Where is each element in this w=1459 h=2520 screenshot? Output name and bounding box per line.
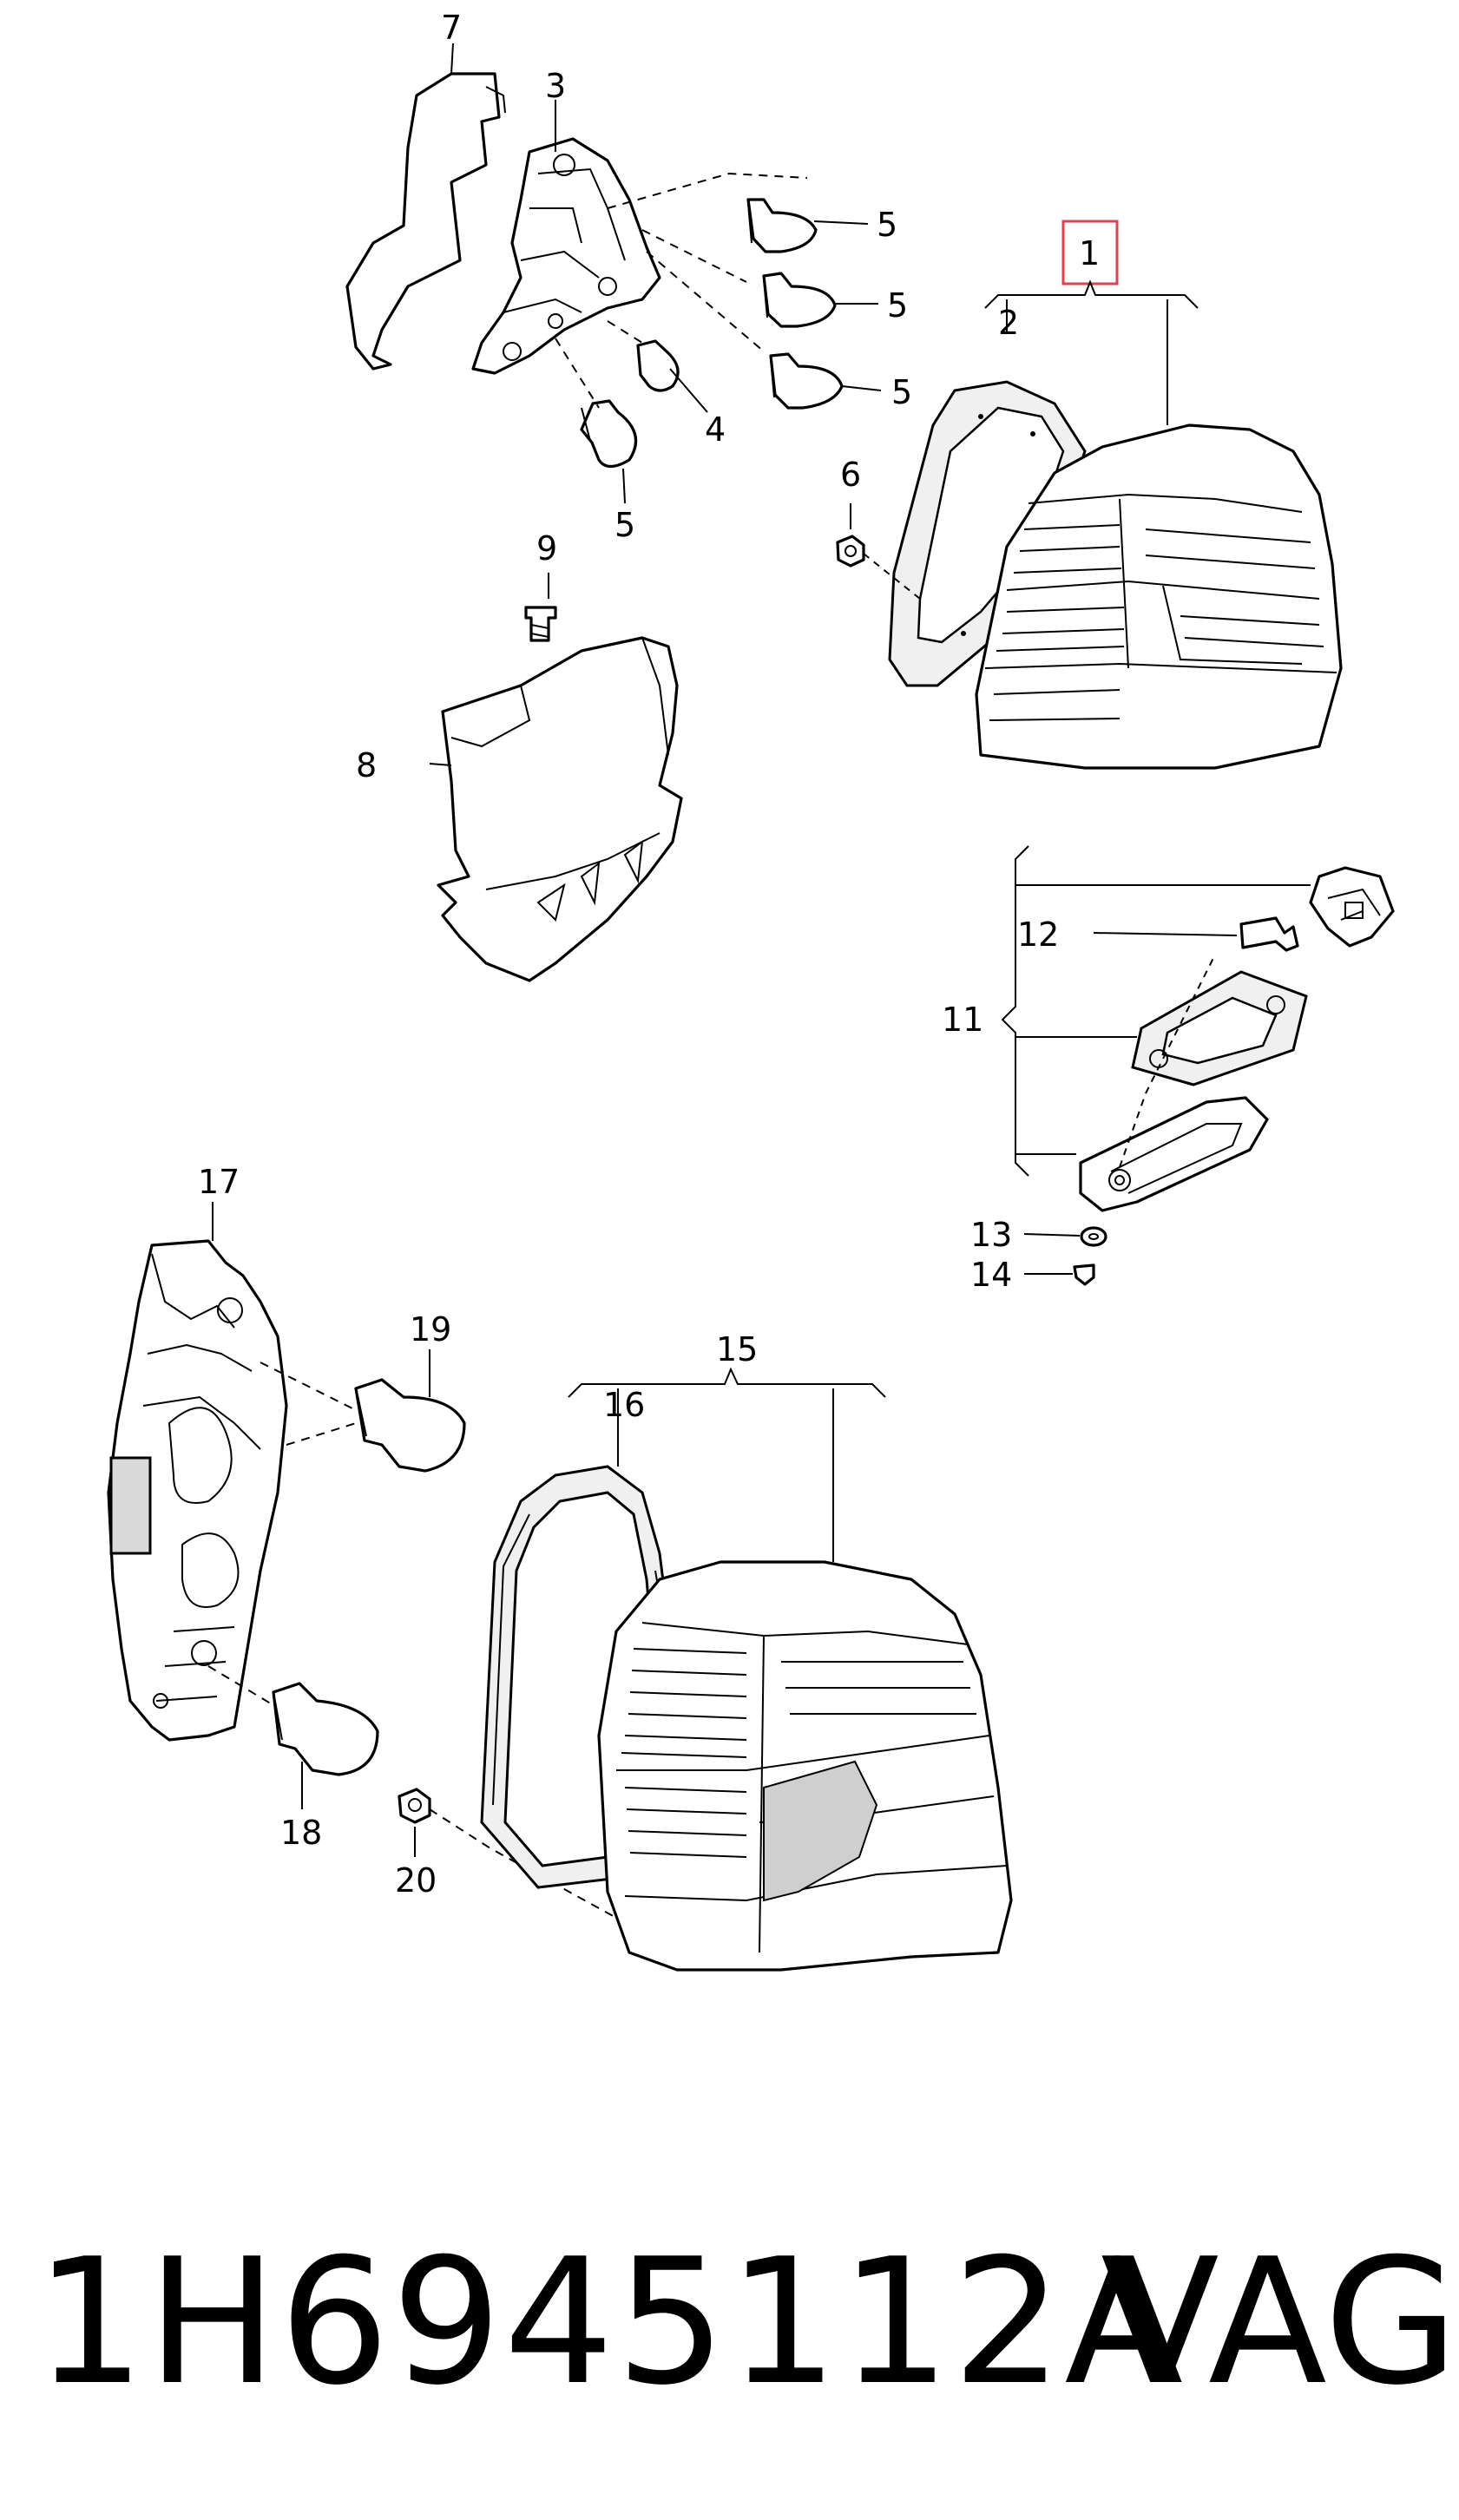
callout-17: 17: [198, 1163, 240, 1201]
nut-part-20: [398, 1788, 617, 1919]
bracket-group-11: [1001, 845, 1311, 1177]
screw-part-14: [1024, 1263, 1095, 1286]
callout-4: 4: [705, 410, 726, 449]
callout-12: 12: [1017, 915, 1059, 954]
bulb-icon: [769, 352, 844, 410]
callout-9: 9: [536, 529, 557, 568]
bulb-part-12: [1093, 916, 1299, 952]
callout-15: 15: [716, 1330, 758, 1368]
callout-3: 3: [545, 67, 566, 105]
tail-lamp-part-1: [975, 423, 1343, 770]
callout-labels: 1 2 3 4 5 5 5 5 6 7 8 9 11 12 13 14 15 1…: [198, 9, 1100, 1900]
callout-20: 20: [395, 1861, 437, 1900]
tail-lamp-part-15: [597, 1560, 1013, 1972]
lamp-housing-part-11: [1079, 954, 1269, 1212]
cover-part-7: [345, 72, 506, 371]
callout-5a: 5: [877, 206, 897, 244]
brand-name: VAG: [1101, 2221, 1459, 2424]
bracket-part-8: [429, 636, 683, 982]
washer-part-13: [1023, 1226, 1107, 1247]
callout-7: 7: [441, 9, 462, 47]
bulb-holder-part-3: [471, 137, 661, 375]
bulb-icon: [580, 399, 638, 469]
small-bulb-icon: [636, 339, 680, 392]
screw-part-9: [524, 573, 557, 642]
callout-19: 19: [410, 1310, 451, 1349]
callout-16: 16: [603, 1386, 645, 1424]
connector-icon: [1309, 866, 1395, 948]
bulb-icon: [762, 272, 837, 328]
bulb-part-18: [207, 1665, 379, 1809]
callout-6: 6: [840, 456, 861, 494]
bulb-holder-part-17: [107, 1202, 288, 1742]
gasket-part-11: [1131, 970, 1308, 1086]
bulb-part-19: [260, 1349, 466, 1473]
gasket-part-2: [888, 380, 1087, 687]
callout-5d: 5: [614, 506, 635, 544]
callout-11: 11: [942, 1001, 983, 1039]
callout-5b: 5: [887, 286, 908, 325]
callout-8: 8: [356, 746, 377, 784]
callout-5c: 5: [891, 373, 912, 411]
bulb-icon: [746, 198, 818, 253]
callout-13: 13: [970, 1216, 1012, 1254]
part-number: 1H6945112A: [35, 2221, 1186, 2424]
callout-2: 2: [998, 304, 1019, 342]
callout-1: 1: [1079, 234, 1100, 272]
callout-18: 18: [280, 1814, 322, 1852]
callout-14: 14: [970, 1256, 1012, 1294]
nut-part-6: [836, 503, 921, 600]
